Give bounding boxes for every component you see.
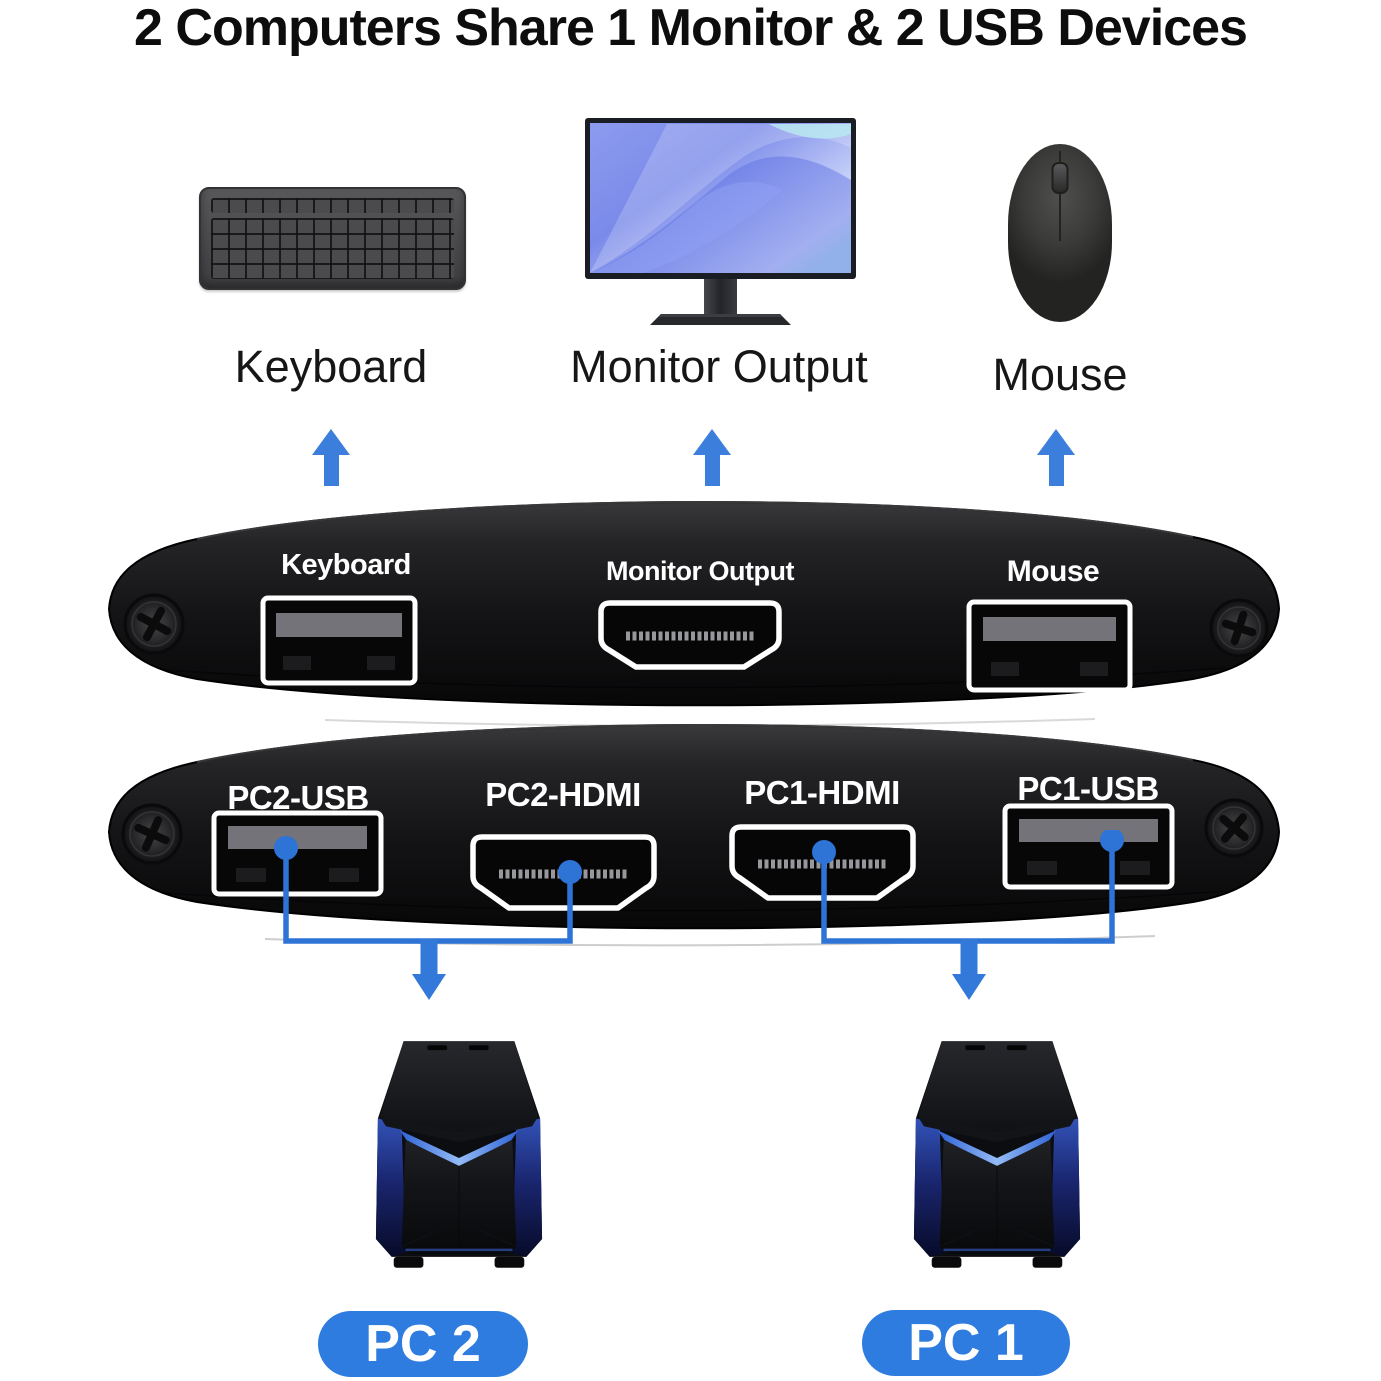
- pc-connection-lines: [274, 830, 1124, 1000]
- monitor-output-label: Monitor Output: [570, 341, 868, 392]
- console-port-label-mouse: Mouse: [1006, 555, 1100, 588]
- screw-top-right: [1209, 598, 1269, 658]
- keyboard-function-row: [211, 198, 454, 213]
- pc1-badge-label: PC 1: [908, 1314, 1024, 1372]
- pc2-badge: PC 2: [318, 1311, 528, 1377]
- mouse-scroll-wheel: [1051, 162, 1069, 194]
- keyboard-usb-port: [260, 595, 418, 686]
- console-port-label-keyboard: Keyboard: [281, 549, 411, 581]
- pc-port-label-pc2-usb: PC2-USB: [227, 779, 369, 816]
- page-title: 2 Computers Share 1 Monitor & 2 USB Devi…: [134, 0, 1248, 57]
- up-arrow-monitor: [692, 429, 732, 486]
- up-arrow-mouse: [1036, 429, 1076, 486]
- mouse-label: Mouse: [992, 349, 1128, 400]
- up-arrow-keyboard: [311, 429, 351, 486]
- kvm-console-panel: [107, 501, 1281, 727]
- mouse-usb-port: [966, 599, 1133, 693]
- keyboard-main-keys: [211, 218, 454, 279]
- pc2-badge-label: PC 2: [365, 1315, 481, 1373]
- monitor-image: [585, 118, 856, 325]
- mouse-image: [1008, 144, 1112, 322]
- mouse-button-seam: [1059, 151, 1061, 241]
- screw-bottom-right: [1204, 798, 1264, 858]
- pc2-tower-image: [370, 1034, 548, 1274]
- pc2-usb-port: [211, 810, 384, 897]
- pc-port-label-pc1-hdmi: PC1-HDMI: [744, 774, 900, 811]
- pc-port-label-pc1-usb: PC1-USB: [1017, 770, 1159, 807]
- monitor-output-hdmi-port: [598, 600, 782, 670]
- pc1-tower-image: [908, 1034, 1086, 1274]
- pc1-badge: PC 1: [862, 1310, 1070, 1376]
- console-port-label-monitor-output: Monitor Output: [606, 556, 794, 586]
- screw-bottom-left: [121, 803, 183, 865]
- screw-top-left: [123, 593, 185, 655]
- keyboard-label: Keyboard: [234, 341, 428, 392]
- keyboard-image: [199, 187, 466, 290]
- pc-port-label-pc2-hdmi: PC2-HDMI: [485, 776, 641, 813]
